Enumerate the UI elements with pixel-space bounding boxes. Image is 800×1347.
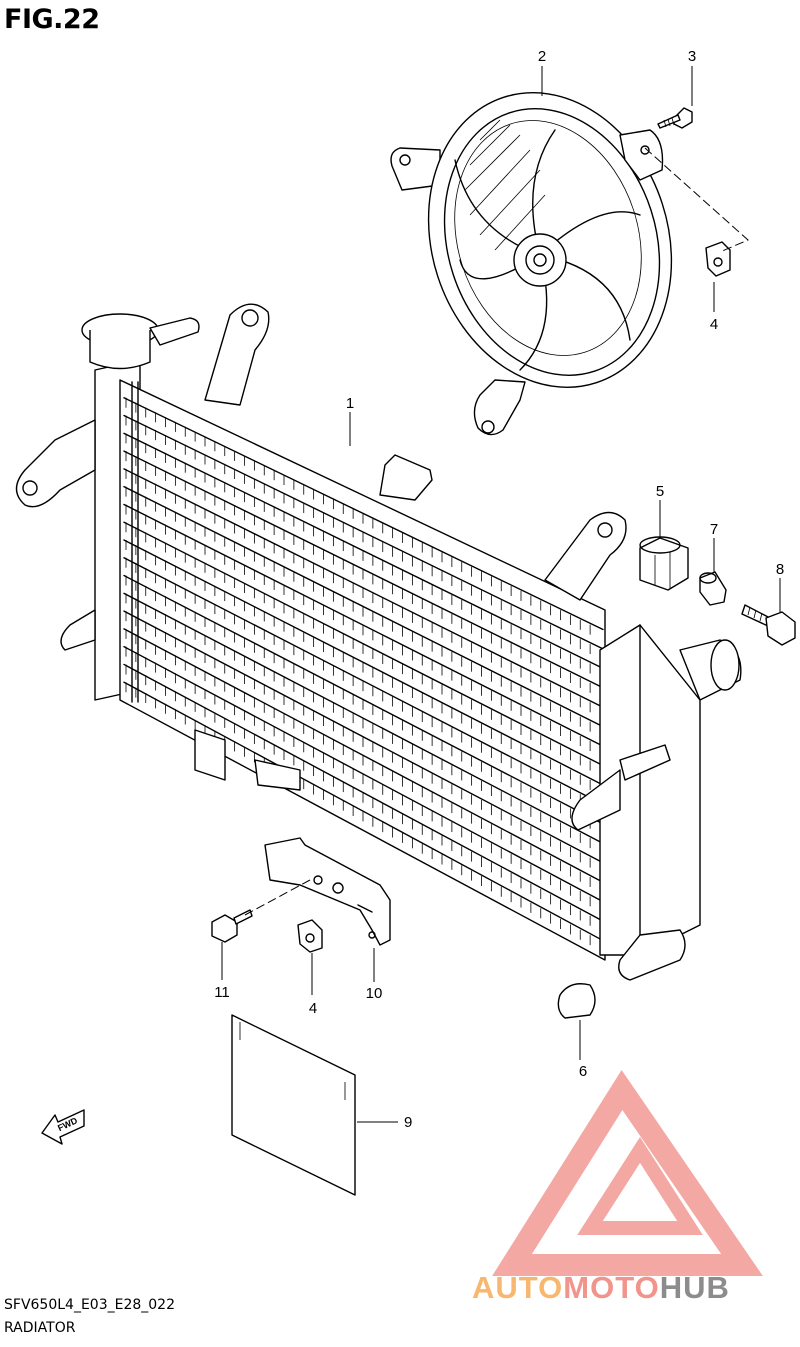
bracket-bolt-drawing [211, 909, 253, 943]
radiator-fin-row [123, 450, 604, 689]
radiator-fin-row [123, 414, 604, 650]
watermark-text-part-2: MOTO [563, 1270, 659, 1305]
radiator-fin-row [123, 397, 604, 631]
fan-nut-drawing [705, 241, 731, 277]
rubber-cushion-drawing [639, 536, 689, 591]
radiator-fin-row [123, 503, 604, 747]
radiator-fin-row [123, 663, 604, 922]
radiator-fin-row [123, 557, 604, 806]
lower-cushion-drawing [557, 983, 596, 1019]
leader-lines [221, 66, 781, 1123]
callout-4b: 4 [309, 1000, 317, 1017]
watermark-text: AUTOMOTOHUB [472, 1270, 730, 1305]
callout-1: 1 [346, 395, 354, 412]
radiator-drawing [15, 303, 742, 981]
radiator-fin-row [123, 539, 604, 786]
callout-4a: 4 [710, 316, 718, 333]
bracket-nut-drawing [297, 919, 323, 953]
drawing-code: SFV650L4_E03_E28_022 [4, 1297, 175, 1313]
fan-bolt-drawing [657, 107, 693, 129]
radiator-fin-row [123, 485, 604, 728]
fan-assembly-line [644, 147, 749, 253]
mounting-bolt-drawing [741, 604, 796, 646]
callout-8: 8 [776, 561, 784, 578]
watermark-text-part-1: AUTO [472, 1270, 563, 1305]
automotohub-logo [492, 1069, 763, 1276]
radiator-fin-row [123, 592, 604, 845]
fwd-arrow-icon: FWD [41, 1109, 85, 1145]
spacer-collar-drawing [699, 571, 727, 606]
radiator-fin-row [123, 468, 604, 708]
cooling-fan-drawing [390, 92, 673, 436]
figure-title: FIG.22 [4, 4, 100, 35]
callout-11: 11 [214, 984, 230, 1001]
radiator-fin-row [123, 610, 604, 864]
watermark-text-part-3: HUB [660, 1270, 730, 1305]
cover-plate-drawing [231, 1014, 356, 1196]
callout-5: 5 [656, 483, 664, 500]
radiator-fin-row [123, 645, 604, 903]
callout-10: 10 [366, 985, 383, 1002]
callout-3: 3 [688, 48, 696, 65]
callout-7: 7 [710, 521, 718, 538]
callout-9: 9 [404, 1114, 412, 1131]
callout-6: 6 [579, 1063, 587, 1080]
radiator-fin-row [123, 521, 604, 767]
part-group-name: RADIATOR [4, 1320, 76, 1336]
callout-2: 2 [538, 48, 546, 65]
lower-bracket-drawing [264, 837, 391, 946]
radiator-fin-row [123, 628, 604, 883]
radiator-fin-row [123, 681, 604, 942]
radiator-fin-row [123, 574, 604, 825]
radiator-fin-row [123, 432, 604, 670]
